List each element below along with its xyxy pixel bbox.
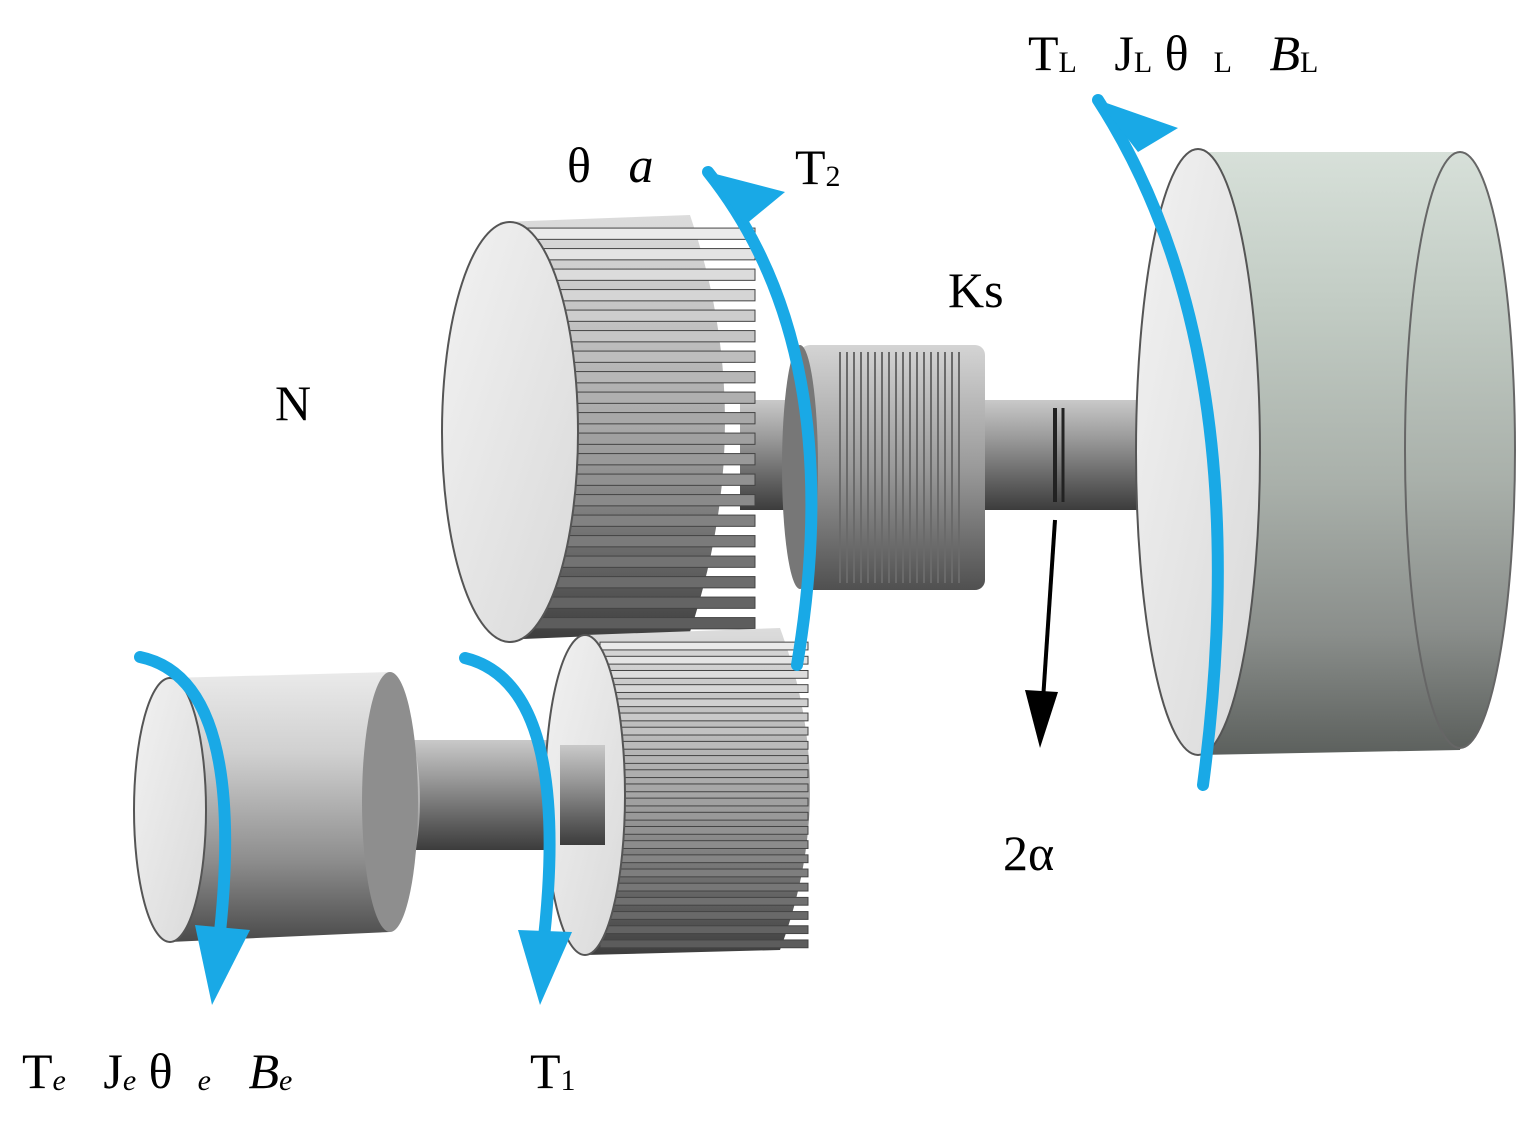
gear-tooth: [599, 868, 809, 878]
gear-tooth: [519, 227, 756, 240]
alpha-arrow: [1041, 519, 1057, 701]
gear-tooth: [599, 911, 809, 920]
gear-tooth: [599, 726, 809, 736]
alpha-arrowhead: [1025, 690, 1058, 748]
gear-tooth: [599, 712, 809, 722]
load-torque-arrow: [1092, 94, 1224, 791]
gear-tooth: [519, 248, 756, 261]
gear-tooth: [599, 655, 809, 665]
gear-tooth: [599, 840, 809, 849]
load-label: TL JL θ L BL: [1028, 25, 1319, 81]
engine-torque-arrow: [134, 651, 232, 956]
t1-label: T1: [530, 1043, 576, 1099]
gear-tooth: [599, 939, 809, 949]
gear-tooth: [599, 854, 809, 864]
gear-tooth: [519, 617, 756, 630]
t2-label: T2: [795, 139, 841, 195]
gear-tooth: [599, 684, 809, 693]
gear-tooth: [599, 669, 809, 679]
gear-tooth: [599, 896, 809, 906]
coupling-ks: [782, 345, 985, 590]
gear-tooth: [599, 769, 809, 779]
load-torque-arrowhead: [1098, 100, 1178, 152]
t2-torque-arrow: [702, 166, 818, 671]
gear-tooth: [599, 925, 809, 935]
engine-torque-arrowhead: [195, 925, 250, 1005]
large-gear: [441, 215, 756, 643]
gear-tooth: [599, 825, 809, 835]
n-label: N: [275, 375, 312, 431]
gear-tooth: [599, 811, 809, 821]
gear-tooth: [519, 596, 756, 609]
pinion-gear: [544, 628, 810, 956]
gear-tooth: [599, 740, 809, 750]
gear-angle-label: θ a: [567, 137, 654, 193]
ks-label: Ks: [948, 262, 1004, 318]
gear-tooth: [599, 797, 809, 807]
t1-torque-arrow: [459, 652, 556, 961]
t1-torque-arrowhead: [518, 930, 572, 1005]
load-drum: [1135, 148, 1516, 756]
engine-label: Te Je θ e Be: [22, 1043, 293, 1099]
alpha-label: 2α: [1003, 825, 1055, 881]
gear-tooth: [599, 882, 809, 892]
gear-tooth: [599, 783, 809, 793]
gear-tooth: [599, 641, 809, 651]
gear-tooth: [599, 698, 809, 708]
gear-tooth: [599, 755, 809, 764]
t2-torque-arrowhead: [708, 172, 785, 225]
engine-cylinder: [133, 672, 420, 943]
